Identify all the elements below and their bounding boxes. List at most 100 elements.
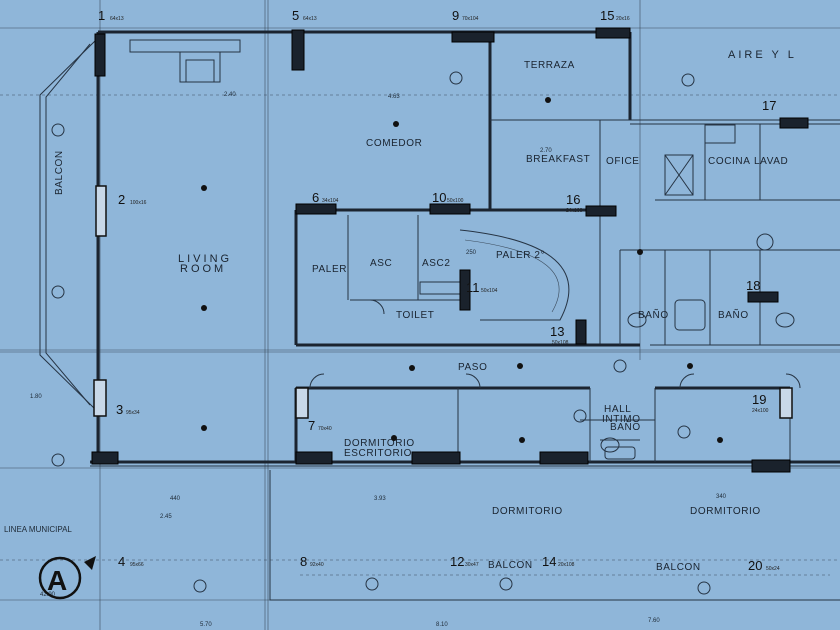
column-4 [91,451,119,465]
column-9 [451,31,495,43]
svg-text:64x13: 64x13 [303,16,317,22]
column-label-19: 19 [752,392,766,407]
room-label-aire: AIRE Y L [728,49,797,61]
column-3 [93,379,107,417]
room-label-balcon-bottom-1: BALCON [488,560,533,571]
column-label-11: 11 [466,280,480,295]
svg-text:4.63: 4.63 [388,94,400,100]
column-label-13: 13 [550,324,564,339]
room-label-lavad: LAVAD [754,156,788,167]
column-label-2: 2 [118,192,125,207]
svg-text:34x104: 34x104 [322,198,339,204]
room-label-living: LIVING [178,253,232,265]
column-label-16: 16 [566,192,580,207]
column-labels: 1 64x13 2 100x16 3 95x34 4 95x66 5 64x13… [98,8,780,573]
room-label-breakfast: BREAKFAST [526,154,590,165]
svg-text:24x100: 24x100 [566,208,583,214]
svg-text:20x16: 20x16 [616,16,630,22]
interior-walls [294,36,840,462]
svg-text:50x108: 50x108 [552,340,569,346]
svg-text:50x100: 50x100 [447,198,464,204]
svg-text:92x40: 92x40 [310,562,324,568]
column-11 [459,269,471,311]
svg-text:64x13: 64x13 [110,16,124,22]
room-label-dormitorio-2: DORMITORIO [690,506,761,517]
column-label-5: 5 [292,8,299,23]
column-7 [295,387,309,419]
room-label-comedor: COMEDOR [366,138,422,149]
column-label-17: 17 [762,98,776,113]
room-label-cocina: COCINA [708,156,751,167]
room-label-paler-center: PALER 2° [496,250,545,261]
column-13 [575,319,587,345]
svg-text:340: 340 [716,494,727,500]
room-label-balcon-bottom-2: BALCON [656,562,701,573]
kitchen-fixtures [129,39,774,251]
column-label-15: 15 [600,8,614,23]
room-label-dormitorio-1: DORMITORIO [492,506,563,517]
column-label-18: 18 [746,278,760,293]
svg-text:250: 250 [466,250,477,256]
column-label-12: 12 [450,554,464,569]
svg-text:50x104: 50x104 [481,288,498,294]
room-label-asc2: ASC2 [422,258,451,269]
column-label-10: 10 [432,190,446,205]
room-label-terraza: TERRAZA [524,60,575,71]
room-label-dorm-escritorio-2: ESCRITORIO [344,448,412,459]
svg-text:95x66: 95x66 [130,562,144,568]
svg-text:24x100: 24x100 [752,408,769,414]
svg-text:100x16: 100x16 [130,200,147,206]
svg-text:440: 440 [170,496,181,502]
bath-fixtures [600,299,795,460]
room-label-room: ROOM [180,263,226,275]
column-1 [94,33,106,77]
svg-text:7.60: 7.60 [648,618,660,624]
room-label-hall: HALL [604,404,631,415]
svg-text:30x47: 30x47 [465,562,479,568]
room-label-paler-left: PALER [312,264,347,275]
column-label-6: 6 [312,190,319,205]
svg-text:1.80: 1.80 [30,394,42,400]
axis-marker: A [38,556,96,600]
exterior-walls [39,30,840,601]
room-label-bano-c: BAÑO [610,420,641,433]
svg-text:2.40: 2.40 [224,92,236,98]
svg-text:70x40: 70x40 [318,426,332,432]
svg-text:20x108: 20x108 [558,562,575,568]
svg-text:2.45: 2.45 [160,514,172,520]
svg-text:3.93: 3.93 [374,496,386,502]
column-label-4: 4 [118,554,125,569]
column-label-8: 8 [300,554,307,569]
room-label-balcon-left: BALCON [54,150,65,195]
room-label-intimo: INTIMO [602,414,641,425]
svg-text:8.10: 8.10 [436,622,448,628]
room-label-toilet: TOILET [396,310,434,321]
column-label-3: 3 [116,402,123,417]
svg-text:2.70: 2.70 [540,148,552,154]
door-swings [309,299,801,389]
tag-circles [51,71,711,595]
ceiling-points [201,97,723,443]
room-label-linea-municipal: LINEA MUNICIPAL [4,525,72,534]
column-5 [291,29,305,71]
room-label-paso: PASO [458,362,487,373]
room-label-bano-a: BAÑO [638,308,669,321]
column-label-14: 14 [542,554,556,569]
column-15 [595,27,631,39]
column-16 [585,205,617,217]
svg-text:95x34: 95x34 [126,410,140,416]
structural-columns [91,27,809,473]
column-20 [751,459,791,473]
svg-text:70x104: 70x104 [462,16,479,22]
svg-text:50x24: 50x24 [766,566,780,572]
column-10 [429,203,471,215]
room-labels: BALCON LIVING ROOM COMEDOR TERRAZA BREAK… [4,49,797,573]
column-2 [95,185,107,237]
room-label-bano-b: BAÑO [718,308,749,321]
column-6 [295,203,337,215]
room-label-dorm-escritorio-1: DORMITORIO [344,438,415,449]
svg-text:5.70: 5.70 [200,622,212,628]
column-14 [539,451,589,465]
column-12 [411,451,461,465]
